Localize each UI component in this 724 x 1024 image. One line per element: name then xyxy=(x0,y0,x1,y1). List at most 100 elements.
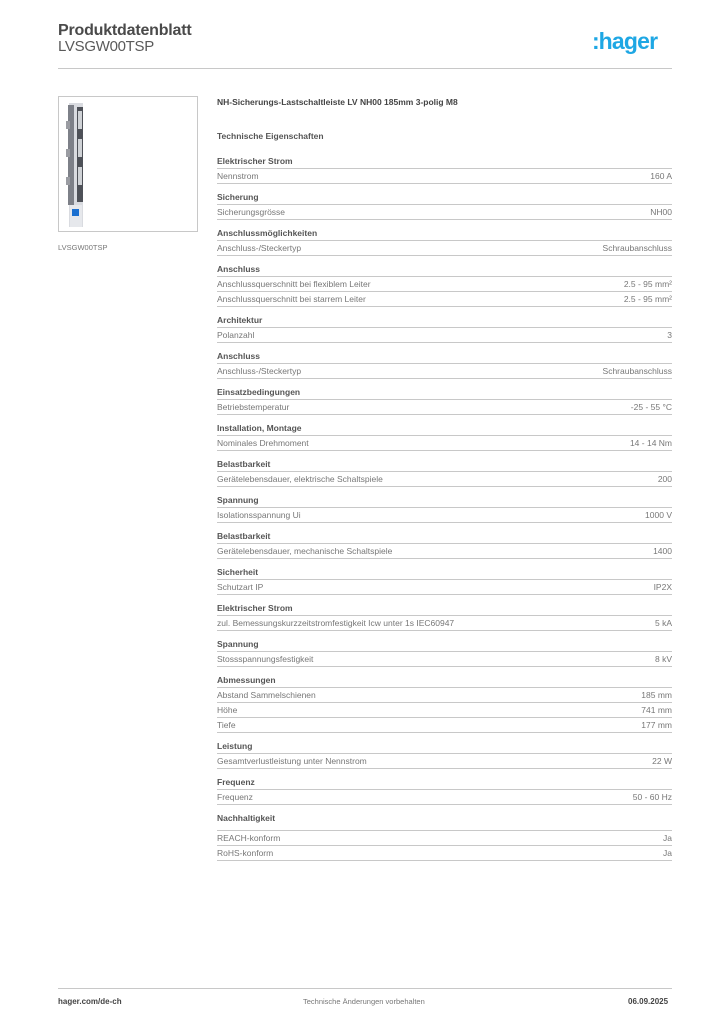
spec-section-title: Sicherung xyxy=(217,191,672,205)
spec-section-title: Leistung xyxy=(217,740,672,754)
spec-row: zul. Bemessungskurzzeitstromfestigkeit I… xyxy=(217,616,672,631)
spec-value: NH00 xyxy=(650,207,672,217)
spec-section-title: Architektur xyxy=(217,314,672,328)
spec-label: zul. Bemessungskurzzeitstromfestigkeit I… xyxy=(217,618,455,628)
spec-value: 8 kV xyxy=(654,654,672,664)
spec-label: Schutzart IP xyxy=(217,582,264,592)
spec-section-title: Anschlussmöglichkeiten xyxy=(217,227,672,241)
spec-section-title: Belastbarkeit xyxy=(217,530,672,544)
spec-value: 50 - 60 Hz xyxy=(632,792,672,802)
spec-label: Tiefe xyxy=(217,720,236,730)
spec-row: Anschlussquerschnitt bei starrem Leiter 2… xyxy=(217,292,672,307)
spec-value: 200 xyxy=(657,474,672,484)
logo-text: hager xyxy=(598,28,658,54)
spec-value: 185 mm xyxy=(641,690,672,700)
spec-row: Anschluss-/Steckertyp Schraubanschluss xyxy=(217,241,672,256)
footer-date: 06.09.2025 xyxy=(628,997,669,1006)
spec-label: Anschlussquerschnitt bei flexiblem Leite… xyxy=(217,279,371,289)
spec-value: -25 - 55 °C xyxy=(630,402,672,412)
spec-label: Nominales Drehmoment xyxy=(217,438,309,448)
page-title: Produktdatenblatt xyxy=(58,22,192,39)
spec-label: Nennstrom xyxy=(217,171,259,181)
spec-label: Gerätelebensdauer, mechanische Schaltspi… xyxy=(217,546,393,556)
spec-value: Ja xyxy=(663,848,672,858)
spec-label: Betriebstemperatur xyxy=(217,402,290,412)
product-image-caption: LVSGW00TSP xyxy=(58,243,108,252)
spec-value: 177 mm xyxy=(641,720,672,730)
spec-value: 1400 xyxy=(653,546,672,556)
spec-label: Anschluss-/Steckertyp xyxy=(217,366,302,376)
spec-value: IP2X xyxy=(653,582,672,592)
spec-section-title: Installation, Montage xyxy=(217,422,672,436)
product-name: NH-Sicherungs-Lastschaltleiste LV NH00 1… xyxy=(217,97,458,107)
spec-label: Anschlussquerschnitt bei starrem Leiter xyxy=(217,294,366,304)
spec-row: Nennstrom 160 A xyxy=(217,169,672,184)
spec-value: 160 A xyxy=(650,171,672,181)
spec-row: Gerätelebensdauer, mechanische Schaltspi… xyxy=(217,544,672,559)
spec-section-title: Elektrischer Strom xyxy=(217,155,672,169)
spec-section-title: Spannung xyxy=(217,638,672,652)
spec-row: Höhe 741 mm xyxy=(217,703,672,718)
header-divider xyxy=(58,68,672,69)
spec-section-title: Frequenz xyxy=(217,776,672,790)
product-image-icon xyxy=(66,103,83,227)
spec-section-title: Sicherheit xyxy=(217,566,672,580)
footer-website-link[interactable]: hager.com/de-ch xyxy=(58,997,122,1006)
spec-label: Isolationsspannung Ui xyxy=(217,510,301,520)
spec-value: 2.5 - 95 mm² xyxy=(623,279,672,289)
spec-value: 22 W xyxy=(652,756,672,766)
spec-section-title: Anschluss xyxy=(217,263,672,277)
spec-value: 2.5 - 95 mm² xyxy=(623,294,672,304)
logo-colon-icon: : xyxy=(592,28,600,54)
spec-section-title: Abmessungen xyxy=(217,674,672,688)
spec-value: 5 kA xyxy=(654,618,672,628)
spec-label: REACH-konform xyxy=(217,833,281,843)
spec-value: Schraubanschluss xyxy=(602,243,672,253)
spec-label: Abstand Sammelschienen xyxy=(217,690,316,700)
spec-section-title: Belastbarkeit xyxy=(217,458,672,472)
spec-value: Schraubanschluss xyxy=(602,366,672,376)
spec-row: Abstand Sammelschienen 185 mm xyxy=(217,688,672,703)
spec-row: Isolationsspannung Ui 1000 V xyxy=(217,508,672,523)
spec-section-title: Elektrischer Strom xyxy=(217,602,672,616)
spec-value: Ja xyxy=(663,833,672,843)
spec-section-title: Einsatzbedingungen xyxy=(217,386,672,400)
spec-section: Elektrischer Strom zul. Bemessungskurzzei… xyxy=(217,602,672,631)
spec-row: Betriebstemperatur -25 - 55 °C xyxy=(217,400,672,415)
hager-logo: :hager xyxy=(592,28,658,55)
spec-label: Frequenz xyxy=(217,792,253,802)
spec-row: Frequenz 50 - 60 Hz xyxy=(217,790,672,805)
spec-label: Anschluss-/Steckertyp xyxy=(217,243,302,253)
spec-value: 741 mm xyxy=(641,705,672,715)
spec-label: Höhe xyxy=(217,705,238,715)
spec-row: Stossspannungsfestigkeit 8 kV xyxy=(217,652,672,667)
spec-label: Polanzahl xyxy=(217,330,255,340)
spec-label: Stossspannungsfestigkeit xyxy=(217,654,314,664)
footer-disclaimer: Technische Änderungen vorbehalten xyxy=(303,997,425,1006)
spec-row: Anschluss-/Steckertyp Schraubanschluss xyxy=(217,364,672,379)
spec-label: Gerätelebensdauer, elektrische Schaltspi… xyxy=(217,474,383,484)
spec-value: 1000 V xyxy=(645,510,672,520)
spec-section-title: Spannung xyxy=(217,494,672,508)
footer-divider xyxy=(58,988,672,989)
product-image-frame xyxy=(58,96,198,232)
